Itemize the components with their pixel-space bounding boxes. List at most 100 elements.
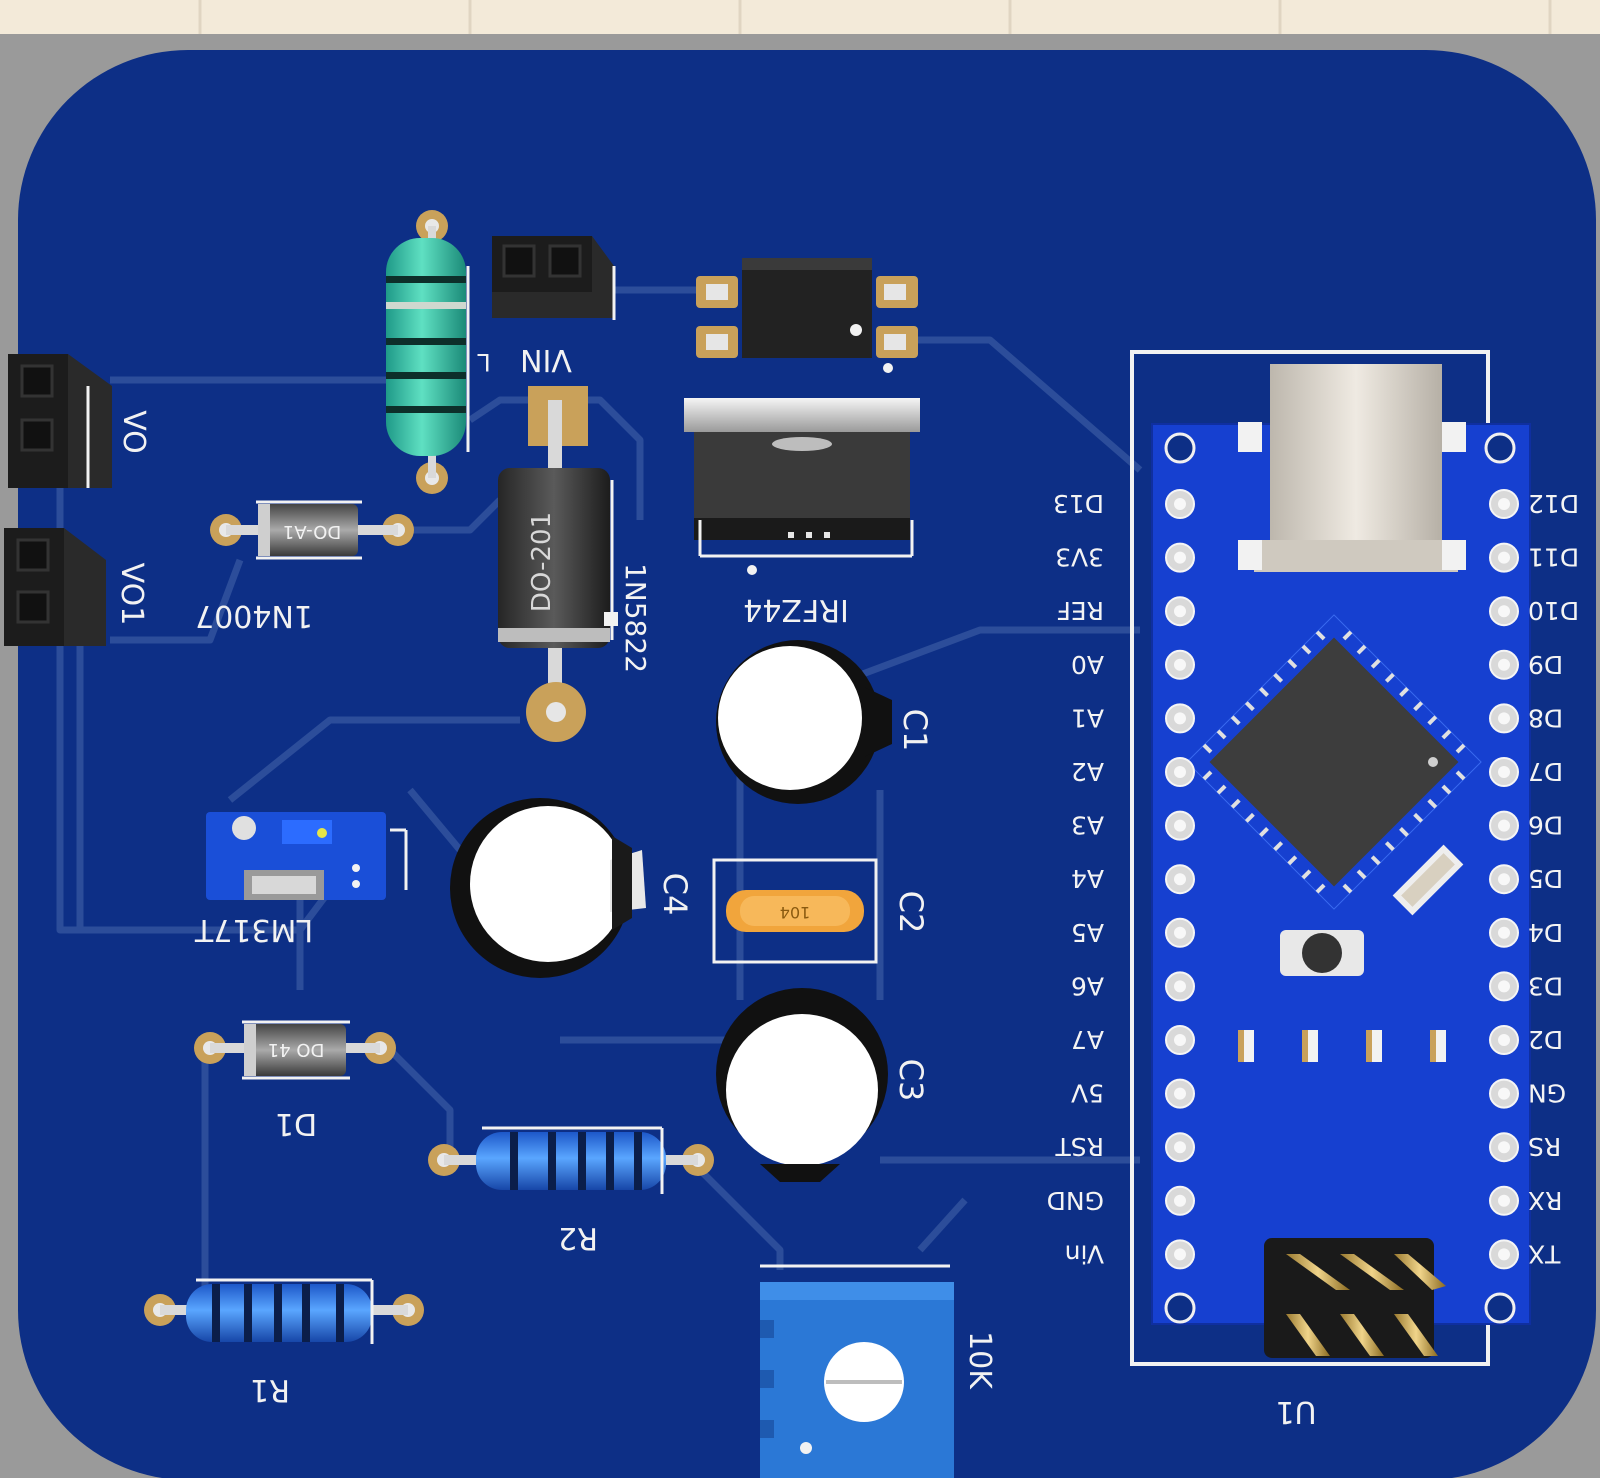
nano-right-pad-hole (1498, 712, 1510, 725)
nano-left-pad-hole (1174, 819, 1186, 832)
connector-vin (492, 236, 616, 320)
label-irfz44: IRFZ44 (743, 592, 849, 627)
nano-right-pad-hole (1498, 926, 1510, 939)
mosfet-irfz44 (684, 398, 920, 575)
wall-tile-lines (198, 0, 1552, 34)
nano-left-pin-label: GND (1047, 1186, 1104, 1215)
label-vin: VIN (520, 342, 572, 377)
label-l: L (477, 348, 491, 376)
arduino-nano (1130, 350, 1531, 1366)
nano-left-pin-label: A6 (1071, 971, 1104, 1000)
label-1n4007: 1N4007 (195, 598, 313, 633)
nano-right-pin-label: GN (1528, 1079, 1566, 1108)
label-do201: DO-201 (527, 512, 557, 612)
label-10k: 10K (962, 1331, 997, 1390)
label-d1: D1 (275, 1106, 317, 1141)
label-1n5822: 1N5822 (619, 563, 652, 673)
nano-left-pad-hole (1174, 551, 1186, 564)
nano-right-pin-label: D11 (1528, 543, 1579, 572)
nano-left-pad-hole (1174, 926, 1186, 939)
resistor-r2 (428, 1126, 714, 1194)
nano-left-pin-label: A3 (1071, 811, 1104, 840)
nano-left-pin-label: A2 (1071, 757, 1104, 786)
nano-right-pin-label: D6 (1528, 811, 1563, 840)
nano-right-pin-label: D2 (1528, 1025, 1563, 1054)
label-d1-body: DO 41 (268, 1039, 325, 1060)
nano-left-pad-hole (1174, 766, 1186, 778)
nano-right-pad-hole (1498, 1034, 1510, 1046)
nano-left-pad-hole (1174, 605, 1186, 618)
nano-left-pin-label: RST (1055, 1132, 1104, 1161)
resistor-r1 (144, 1278, 424, 1344)
nano-right-pin-label: D5 (1528, 864, 1563, 893)
capacitor-c3 (716, 988, 888, 1182)
label-lm317t: LM317T (194, 912, 313, 947)
label-c2: C2 (892, 891, 930, 934)
capacitor-c1 (716, 640, 892, 804)
nano-left-pad-hole (1174, 1034, 1186, 1046)
nano-left-pad-hole (1174, 873, 1186, 886)
nano-left-pad-hole (1174, 1194, 1186, 1207)
label-doa1: DO-A1 (283, 521, 341, 542)
nano-left-pad-hole (1174, 1141, 1186, 1154)
label-c3: C3 (892, 1059, 930, 1102)
nano-right-pad-hole (1498, 1141, 1510, 1154)
label-r1: R1 (250, 1372, 290, 1407)
label-c1: C1 (896, 709, 934, 752)
background-wall (0, 0, 1600, 40)
nano-left-pad-hole (1174, 980, 1186, 993)
nano-right-pad-hole (1498, 658, 1510, 671)
nano-right-pad-hole (1498, 1248, 1510, 1261)
copper-traces (56, 286, 1143, 1310)
diode-1n4007 (210, 500, 414, 560)
label-c4: C4 (656, 873, 694, 916)
diode-1n5822 (498, 386, 618, 742)
nano-left-pad-hole (1174, 1087, 1186, 1100)
nano-right-pin-label: D8 (1528, 703, 1563, 732)
nano-left-pin-label: A5 (1071, 918, 1104, 947)
nano-left-pin-label: A1 (1071, 703, 1104, 732)
nano-right-pin-label: D9 (1528, 650, 1563, 679)
regulator-lm317t (206, 812, 408, 900)
label-r2: R2 (558, 1220, 598, 1255)
nano-right-pin-label: D4 (1528, 918, 1563, 947)
nano-left-pin-label: A4 (1071, 864, 1104, 893)
connector-vo (8, 354, 112, 488)
diode-d1 (194, 1020, 396, 1080)
label-u1: U1 (1275, 1394, 1316, 1429)
nano-right-pin-label: D3 (1528, 971, 1563, 1000)
nano-left-pin-label: A7 (1071, 1025, 1104, 1054)
potentiometer-10k (760, 1264, 954, 1478)
nano-left-pad-hole (1174, 1248, 1186, 1261)
nano-right-pin-label: D7 (1528, 757, 1563, 786)
nano-right-pad-hole (1498, 605, 1510, 618)
nano-right-pin-label: D10 (1528, 596, 1579, 625)
nano-left-pin-label: Vin (1065, 1239, 1104, 1268)
nano-right-pad-hole (1498, 1087, 1510, 1100)
nano-left-pin-label: 5V (1071, 1079, 1104, 1108)
resistor-teal (386, 210, 470, 494)
nano-right-pad-hole (1498, 980, 1510, 993)
nano-left-pin-label: REF (1056, 596, 1104, 625)
capacitor-c4 (450, 798, 646, 978)
nano-left-pad-hole (1174, 658, 1186, 671)
nano-right-pin-label: RS (1528, 1132, 1561, 1161)
nano-left-pin-label: 3V3 (1055, 543, 1104, 572)
nano-right-pad-hole (1498, 819, 1510, 832)
label-vo: VO (116, 410, 151, 454)
nano-left-pad-hole (1174, 712, 1186, 725)
nano-right-pad-hole (1498, 1194, 1510, 1207)
nano-right-pad-hole (1498, 551, 1510, 564)
nano-right-pin-label: D12 (1528, 489, 1579, 518)
nano-left-pin-label: D13 (1053, 489, 1104, 518)
nano-left-pin-label: A0 (1071, 650, 1104, 679)
label-vo1: VO1 (114, 563, 149, 626)
nano-right-pin-label: RX (1528, 1186, 1563, 1215)
ic-u3 (696, 258, 918, 373)
nano-right-pad-hole (1498, 766, 1510, 778)
nano-right-pad-hole (1498, 873, 1510, 886)
connector-vo1 (4, 528, 106, 646)
